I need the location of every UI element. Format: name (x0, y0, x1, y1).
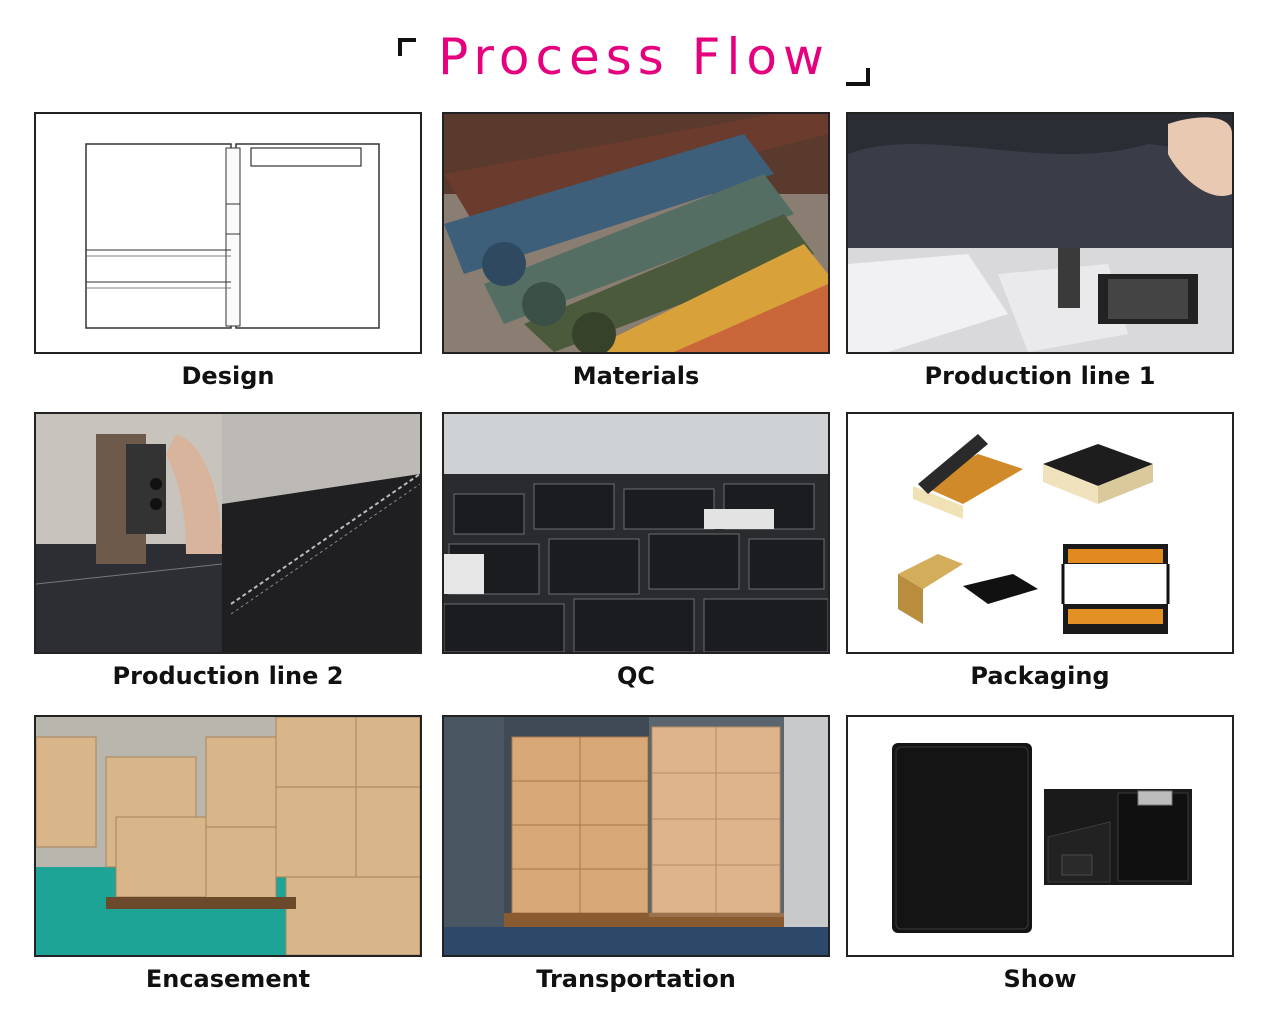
step-label: Transportation (536, 965, 736, 993)
cartons-warehouse-image (34, 715, 422, 957)
step-label: Production line 2 (112, 662, 344, 690)
page-title-text: Process Flow (438, 28, 830, 86)
page-title: Process Flow (398, 22, 870, 92)
step-qc: QC (442, 412, 830, 694)
step-label: Production line 1 (924, 362, 1156, 390)
design-sketch-image (34, 112, 422, 354)
step-label: Design (181, 362, 275, 390)
step-production-line-2: Production line 2 (34, 412, 422, 694)
laser-cutting-image (846, 112, 1234, 354)
header: Process Flow (0, 22, 1268, 92)
product-stacks-image (442, 412, 830, 654)
step-production-line-1: Production line 1 (846, 112, 1234, 394)
step-show: Show (846, 715, 1234, 997)
padfolio-product-image (846, 715, 1234, 957)
bracket-close-icon (845, 68, 870, 86)
step-label: Packaging (970, 662, 1110, 690)
container-loading-image (442, 715, 830, 957)
step-label: QC (616, 662, 655, 690)
step-label: Materials (572, 362, 700, 390)
step-design: Design (34, 112, 422, 394)
leather-rolls-image (442, 112, 830, 354)
gift-boxes-image (846, 412, 1234, 654)
step-encasement: Encasement (34, 715, 422, 997)
step-transportation: Transportation (442, 715, 830, 997)
sewing-machine-image (34, 412, 422, 654)
step-label: Encasement (145, 965, 311, 993)
step-materials: Materials (442, 112, 830, 394)
bracket-open-icon (398, 38, 417, 56)
step-label: Show (1003, 965, 1077, 993)
step-packaging: Packaging (846, 412, 1234, 694)
